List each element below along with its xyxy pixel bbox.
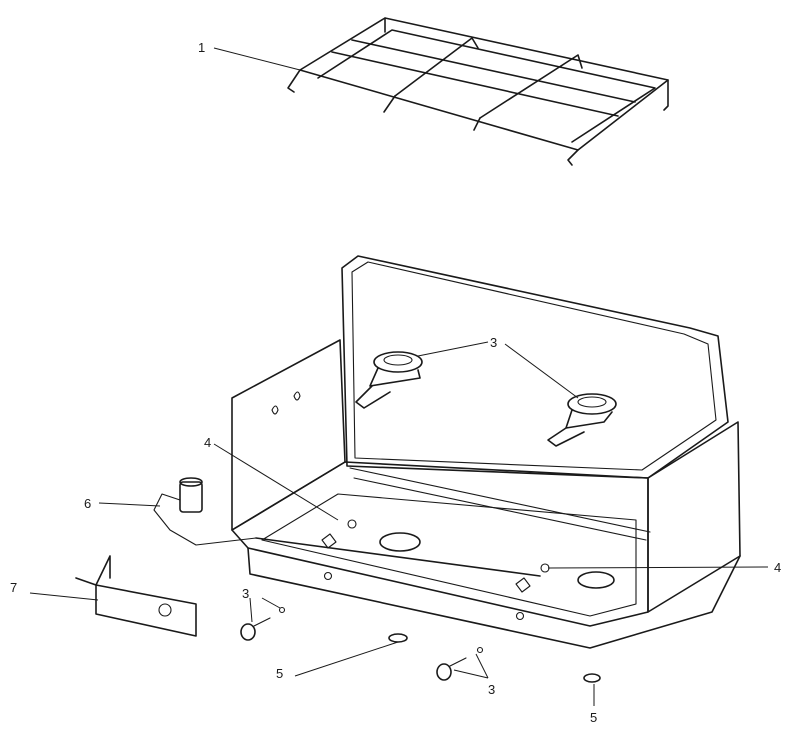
callout-5-left: 5 [276,666,283,681]
callout-3-burners: 3 [490,335,497,350]
callout-3-knob-left: 3 [242,586,249,601]
grate-part [287,17,669,166]
stove-body [231,255,741,649]
callout-4-left: 4 [204,435,211,450]
knob-right [436,646,484,681]
callout-7: 7 [10,580,17,595]
callout-3-knob-right: 3 [488,682,495,697]
burner-right [547,393,617,447]
leader-lines [29,47,769,706]
bracket-part [75,555,197,637]
grommet-left [388,633,408,643]
grommet-right [583,673,601,683]
callout-4-right: 4 [774,560,781,575]
burner-left [355,351,423,409]
callout-6: 6 [84,496,91,511]
regulator-part [153,477,257,546]
callout-5-right: 5 [590,710,597,725]
knob-left [240,606,286,641]
callout-1: 1 [198,40,205,55]
